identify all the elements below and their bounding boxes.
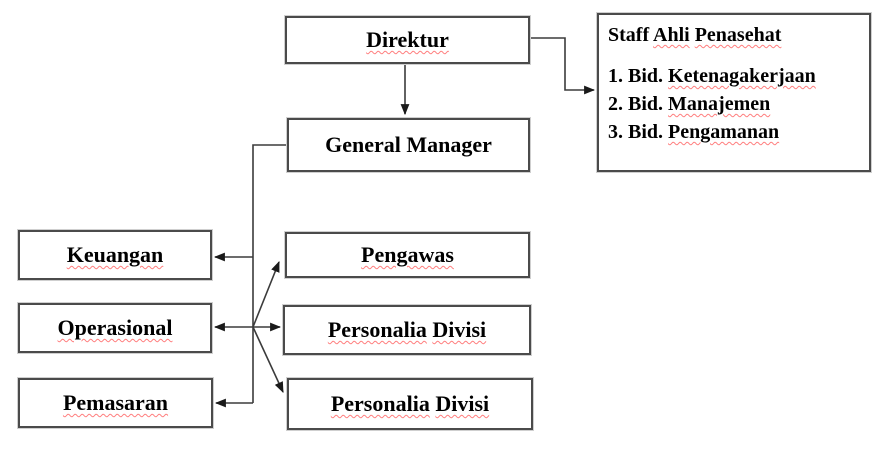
connector-trunk-pengawas	[252, 260, 280, 328]
node-pengawas: Pengawas	[285, 232, 530, 278]
node-personalia-divisi-1: Personalia Divisi	[283, 305, 531, 355]
node-personalia-divisi-1-word2: Divisi	[432, 317, 487, 342]
advisor-item-1-term: Ketenagakerjaan	[668, 65, 816, 87]
connector-trunk-personalia2	[252, 326, 284, 393]
node-staff-ahli-penasehat: Staff Ahli Penasehat 1. Bid. Ketenagaker…	[597, 13, 871, 172]
node-general-manager: General Manager	[287, 118, 530, 172]
node-general-manager-label: General Manager	[325, 132, 492, 157]
node-operasional-label: Operasional	[57, 315, 173, 340]
advisor-item-1-prefix: 1. Bid.	[608, 65, 664, 87]
advisor-item-2-term: Manajemen	[668, 93, 771, 115]
advisor-title-word-staff: Staff	[608, 24, 650, 46]
advisor-title-word-ahli: Ahli	[653, 24, 690, 46]
node-direktur-label: Direktur	[366, 27, 449, 52]
node-operasional: Operasional	[18, 303, 212, 353]
advisor-item-3-term: Pengamanan	[668, 121, 780, 143]
node-personalia-divisi-2-word2: Divisi	[435, 391, 490, 416]
connector-gm-trunk	[252, 144, 287, 403]
node-personalia-divisi-2-word1: Personalia	[330, 391, 430, 416]
connector-direktur-advisor	[530, 37, 596, 95]
advisor-item-3: 3. Bid. Pengamanan	[608, 118, 861, 146]
advisor-title: Staff Ahli Penasehat	[608, 24, 861, 47]
advisor-item-2-prefix: 2. Bid.	[608, 93, 664, 115]
advisor-item-1: 1. Bid. Ketenagakerjaan	[608, 62, 861, 90]
node-pengawas-label: Pengawas	[361, 242, 454, 267]
advisor-item-2: 2. Bid. Manajemen	[608, 90, 861, 118]
node-direktur: Direktur	[285, 16, 530, 64]
advisor-item-3-prefix: 3. Bid.	[608, 121, 664, 143]
advisor-title-word-penasehat: Penasehat	[694, 24, 782, 46]
node-keuangan-label: Keuangan	[66, 242, 164, 267]
node-personalia-divisi-1-word1: Personalia	[327, 317, 427, 342]
node-pemasaran-label: Pemasaran	[62, 390, 169, 415]
node-personalia-divisi-2: Personalia Divisi	[287, 378, 533, 430]
node-personalia-divisi-1-label: Personalia Divisi	[328, 317, 486, 343]
advisor-list: 1. Bid. Ketenagakerjaan 2. Bid. Manajeme…	[608, 62, 861, 146]
node-personalia-divisi-2-label: Personalia Divisi	[331, 391, 489, 417]
node-keuangan: Keuangan	[18, 230, 212, 280]
node-pemasaran: Pemasaran	[18, 378, 213, 428]
